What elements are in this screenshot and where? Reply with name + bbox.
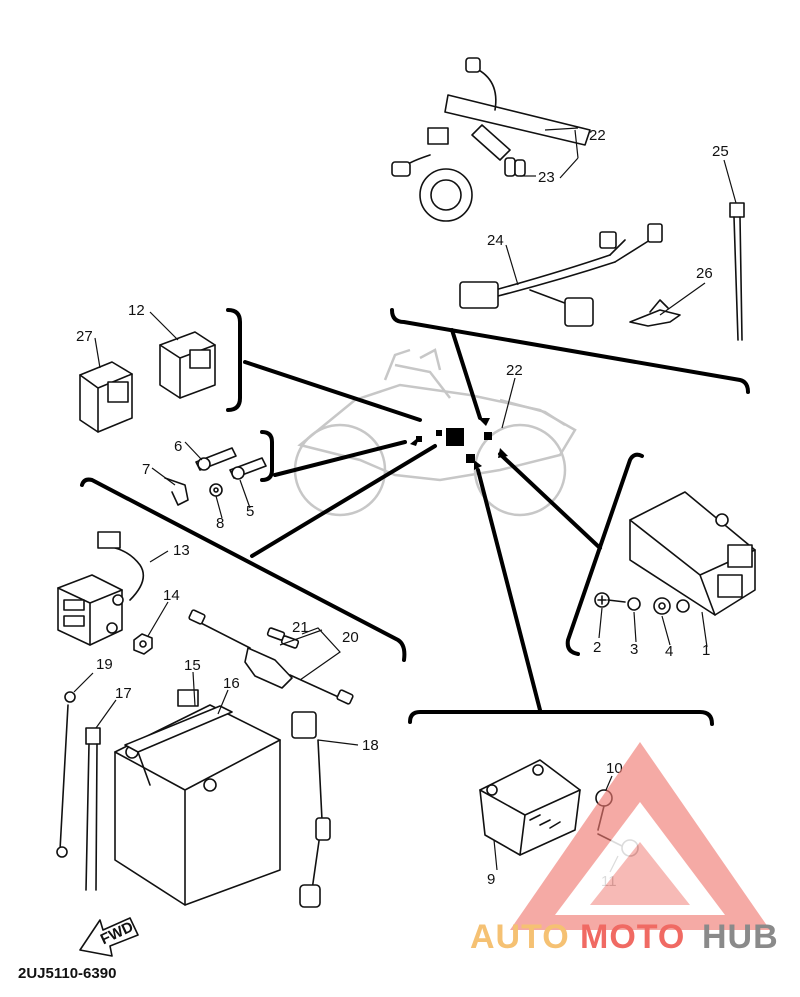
watermark-moto: MOTO [580,918,685,956]
watermark-hub: HUB [702,918,779,956]
callout-23: 23 [538,169,555,186]
cdi-unit-1 [629,491,756,616]
watermark-logo [510,742,770,930]
callout-22-top: 22 [589,127,606,144]
callout-9: 9 [487,871,495,888]
callout-4: 4 [665,643,673,660]
fuse-holder-20 [188,609,354,705]
callout-2: 2 [593,639,601,656]
callout-3: 3 [630,641,638,658]
callout-10: 10 [606,760,623,777]
battery-band-16 [124,705,233,786]
callout-21: 21 [292,619,309,636]
wire-harness-24 [459,223,663,327]
handlebar-switch-22 [391,57,591,222]
callout-19: 19 [96,656,113,673]
callout-25: 25 [712,143,729,160]
callout-26: 26 [696,265,713,282]
clamp-26 [629,299,681,327]
fuses-5-8 [164,447,267,506]
nut-14 [133,633,153,655]
screw-2 [594,592,626,608]
regulator-marker [466,454,475,463]
watermark-text: AUTO MOTO HUB [470,918,779,956]
callout-12: 12 [128,302,145,319]
callout-18: 18 [362,737,379,754]
breather-tube-17 [85,727,101,891]
washer-4 [653,597,671,615]
callout-14: 14 [163,587,180,604]
callout-6: 6 [174,438,182,455]
group-brackets [80,308,750,726]
callout-22-bike: 22 [506,362,523,379]
relay-27 [79,361,133,433]
callout-leaders [73,127,737,873]
callout-16: 16 [223,675,240,692]
callout-1: 1 [702,642,710,659]
washer-3 [627,597,641,611]
forward-arrow: FWD [79,917,139,957]
callout-27: 27 [76,328,93,345]
relay-12 [159,331,216,399]
callout-24: 24 [487,232,504,249]
reference-code: 2UJ5110-6390 [18,965,116,982]
callout-15: 15 [184,657,201,674]
callout-17: 17 [115,685,132,702]
motorcycle-outline [293,348,577,517]
battery-lead-18 [291,711,331,908]
callout-7: 7 [142,461,150,478]
callout-20: 20 [342,629,359,646]
rectifier-regulator-9 [479,759,581,856]
watermark-auto: AUTO [470,918,570,956]
callout-5: 5 [246,503,254,520]
central-unit-marker [446,428,464,446]
callout-13: 13 [173,542,190,559]
cable-tie-25 [729,202,745,341]
battery-lead-19 [56,691,76,858]
starter-relay-13 [57,531,145,646]
battery-15 [114,689,281,906]
callout-8: 8 [216,515,224,532]
